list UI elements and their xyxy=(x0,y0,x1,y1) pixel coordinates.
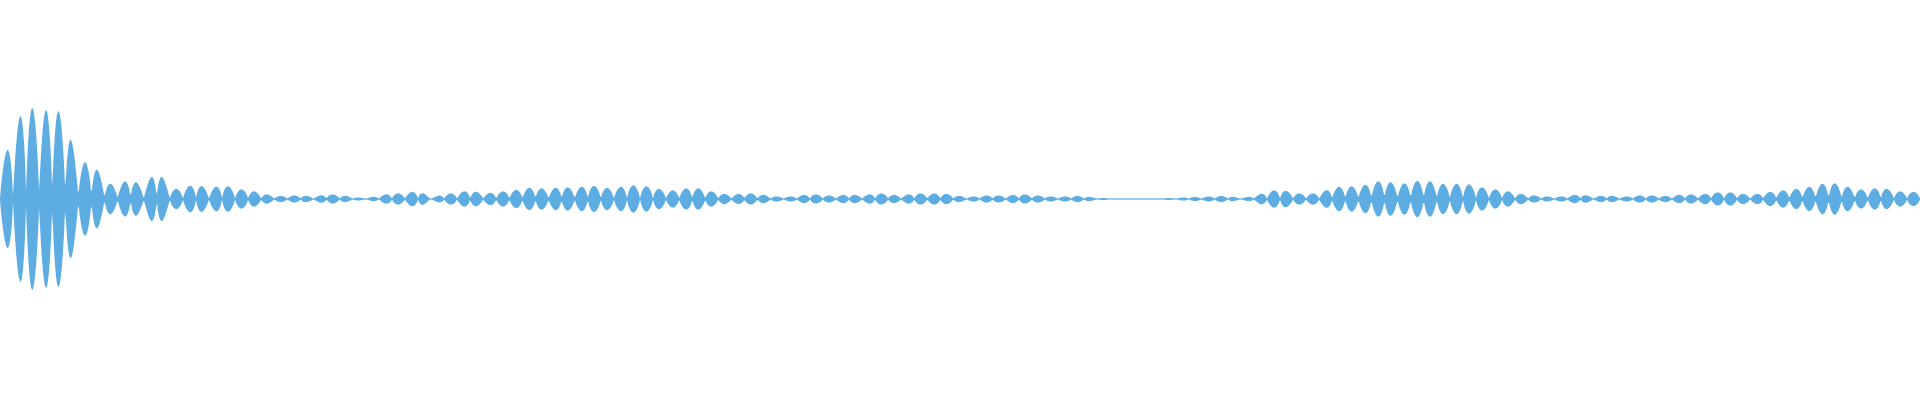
audio-waveform-view[interactable] xyxy=(0,0,1920,400)
audio-waveform[interactable] xyxy=(0,0,1920,400)
